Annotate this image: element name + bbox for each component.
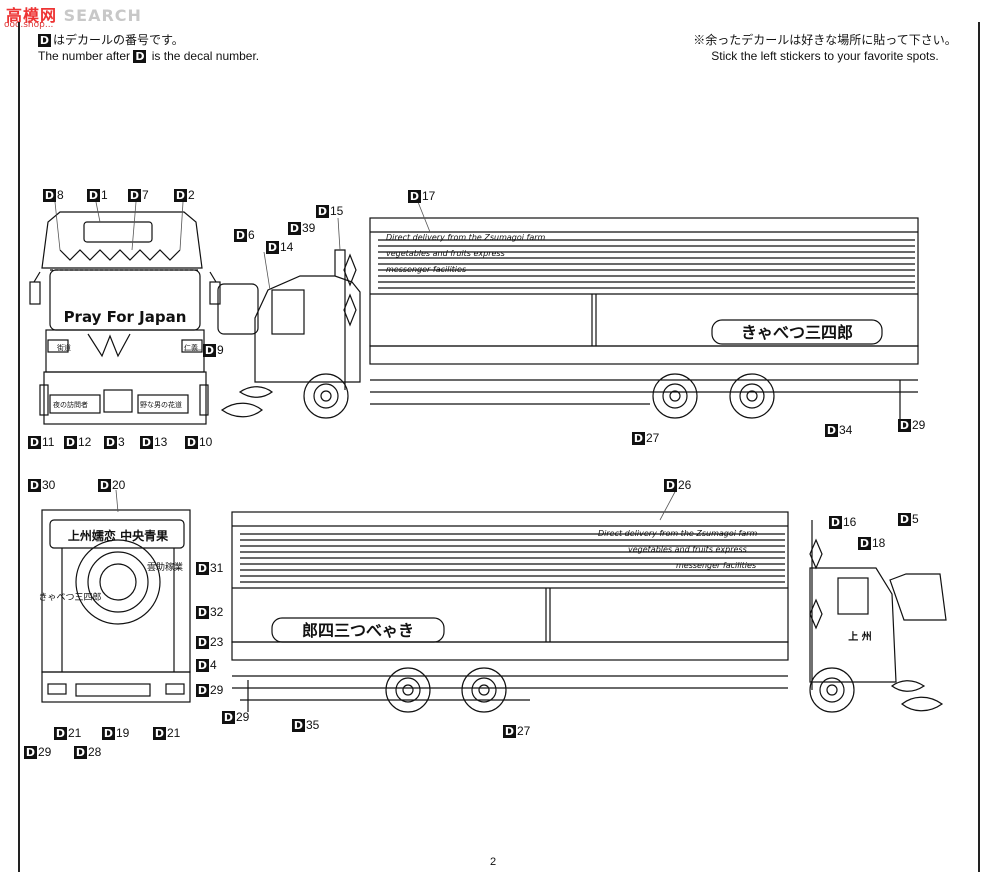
cab-right-text: 仁義 [184, 343, 198, 352]
plate-left-text: 夜の訪問者 [53, 400, 88, 409]
note-en-text: The number after [38, 49, 131, 63]
side-script-1: Direct delivery from the Zsumagoi farm [386, 233, 546, 242]
cab-left-text: 街道 [57, 343, 71, 352]
side-script-2: vegetables and fruits express [386, 249, 505, 258]
note-right-en: Stick the left stickers to your favorite… [711, 49, 939, 63]
rear-view-drawing [41, 509, 191, 703]
note-en-text-end: is the decal number. [151, 49, 260, 63]
decal-note-right: ※余ったデカールは好きな場所に貼って下さい。 Stick the left st… [680, 32, 970, 64]
rear-right-text: 雲助稼業 [147, 561, 183, 573]
lower-script-3: messenger facilities [676, 561, 756, 570]
lower-script-1: Direct delivery from the Zsumagoi farm [598, 529, 758, 538]
decal-note-en: The number after D is the decal number. [38, 48, 259, 64]
rear-top-text: 上州嬬恋 中央青果 [68, 528, 168, 543]
decal-box-icon: D [38, 34, 51, 48]
lower-script-2: vegetables and fruits express [628, 545, 747, 554]
page-number: 2 [490, 856, 497, 868]
side-script-3: messenger facilities [386, 265, 466, 274]
note-right-jp: ※余ったデカールは好きな場所に貼って下さい。 [693, 33, 957, 47]
watermark-brand: 高模网 SEARCH [6, 6, 142, 25]
side-view-upper-drawing [217, 217, 919, 420]
side-name-lower: 郎四三つべゃき [302, 621, 414, 640]
windshield-text: Pray For Japan [64, 308, 187, 326]
plate-right-text: 野な男の花道 [140, 400, 182, 409]
side-name-upper: きゃべつ三四郎 [741, 323, 853, 342]
leader-lines [54, 201, 677, 521]
note-jp-text: はデカールの番号です。 [53, 33, 184, 47]
jyoshu-text: 上 州 [848, 630, 871, 643]
side-view-lower-drawing [231, 511, 947, 713]
watermark-url: ooo.shop... [4, 20, 54, 30]
front-view-drawing [29, 211, 221, 425]
rear-left-text: きゃべつ三四郎 [38, 591, 101, 603]
decal-box-icon: D [133, 50, 147, 64]
instruction-sheet-border [18, 22, 980, 872]
